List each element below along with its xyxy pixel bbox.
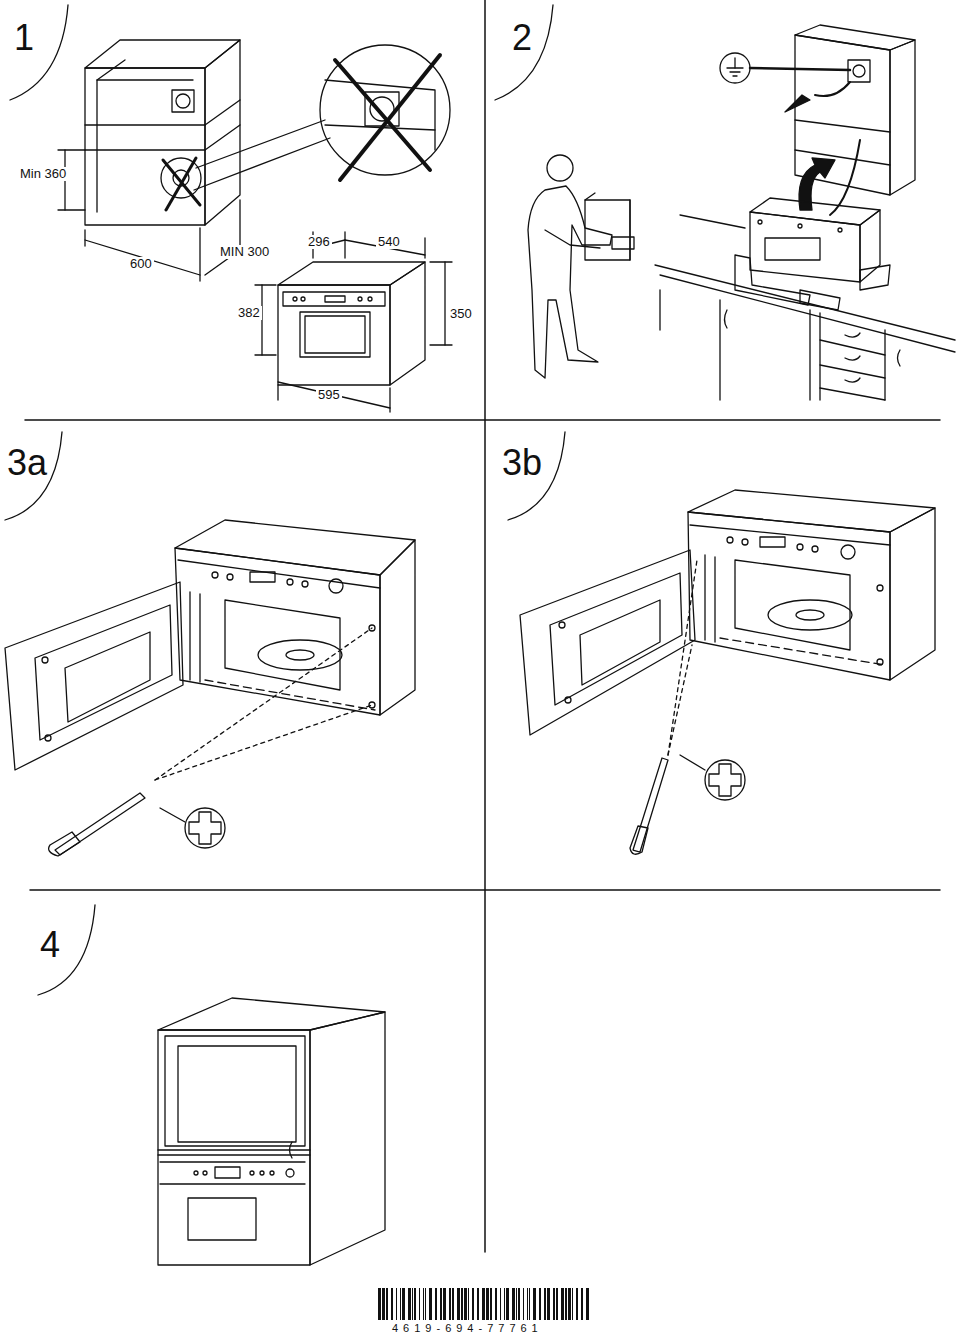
barcode-bar — [527, 1288, 528, 1320]
barcode-bar — [461, 1288, 463, 1320]
barcode-bar — [581, 1288, 583, 1320]
panel-number: 4 — [38, 925, 62, 965]
microwave-on-packaging — [735, 198, 890, 310]
barcode-bar — [423, 1288, 424, 1320]
barcode-bar — [477, 1288, 479, 1320]
barcode-bar — [506, 1288, 509, 1320]
dimension-label: Min 360 — [18, 167, 68, 181]
barcode-bar — [561, 1288, 564, 1320]
barcode-bar — [419, 1288, 420, 1320]
barcode-bar — [539, 1288, 541, 1320]
barcode-bar — [495, 1288, 497, 1320]
barcode-bar — [533, 1288, 536, 1320]
barcode-bar — [452, 1288, 454, 1320]
dimension-label: 540 — [376, 235, 402, 249]
barcode-bar — [523, 1288, 524, 1320]
countertop — [655, 215, 955, 400]
barcode-bar — [572, 1288, 573, 1320]
barcode-bar — [504, 1288, 505, 1320]
barcode-bar — [486, 1288, 489, 1320]
barcode-bar — [386, 1288, 388, 1320]
barcode-bar — [529, 1288, 530, 1320]
barcode-bar — [490, 1288, 492, 1320]
microwave-open-door — [5, 520, 415, 856]
dimension-label: 350 — [448, 307, 474, 321]
barcode-bar — [482, 1288, 485, 1320]
barcode-bar — [556, 1288, 558, 1320]
barcode-bar — [568, 1288, 571, 1320]
barcode-bar — [586, 1288, 589, 1320]
barcode-bar — [396, 1288, 397, 1320]
barcode-bar — [457, 1288, 460, 1320]
dimension-label: 382 — [236, 306, 262, 320]
barcode-bar — [516, 1288, 517, 1320]
barcode-number: 4619-694-77761 — [390, 1322, 545, 1334]
barcode-bar — [553, 1288, 555, 1320]
panel-number: 3a — [5, 443, 49, 483]
panel-grid — [25, 0, 940, 1252]
barcode-bar — [468, 1288, 469, 1320]
panel-number: 1 — [12, 18, 36, 58]
barcode-bar — [378, 1288, 381, 1320]
barcode-bar — [464, 1288, 467, 1320]
barcode-bar — [435, 1288, 437, 1320]
dimension-label: MIN 300 — [218, 245, 271, 259]
barcode-bar — [400, 1288, 401, 1320]
barcode-bar — [576, 1288, 578, 1320]
panel-number: 3b — [500, 443, 544, 483]
barcode-bar — [414, 1288, 416, 1320]
dimension-label: 595 — [316, 388, 342, 402]
wall-cabinet — [720, 25, 915, 215]
barcode-bar — [565, 1288, 567, 1320]
barcode-bar — [391, 1288, 393, 1320]
barcode-bar — [382, 1288, 385, 1320]
microwave — [255, 232, 452, 412]
panel-arc — [5, 5, 565, 995]
barcode-bar — [544, 1288, 546, 1320]
barcode — [378, 1288, 589, 1320]
barcode-bar — [472, 1288, 474, 1320]
barcode-bar — [443, 1288, 446, 1320]
built-in-cabinet — [158, 998, 385, 1265]
dimension-label: 296 — [306, 235, 332, 249]
barcode-bar — [449, 1288, 451, 1320]
cabinet — [58, 40, 450, 281]
microwave-open-door-b — [520, 490, 935, 854]
barcode-bar — [412, 1288, 413, 1320]
barcode-bar — [440, 1288, 442, 1320]
barcode-bar — [408, 1288, 411, 1320]
person — [528, 155, 634, 378]
barcode-bar — [402, 1288, 405, 1320]
barcode-bar — [500, 1288, 501, 1320]
dimension-label: 600 — [128, 257, 154, 271]
barcode-bar — [518, 1288, 520, 1320]
barcode-bar — [425, 1288, 426, 1320]
panel-number: 2 — [510, 18, 534, 58]
barcode-bar — [512, 1288, 515, 1320]
barcode-bar — [429, 1288, 432, 1320]
barcode-bar — [547, 1288, 550, 1320]
